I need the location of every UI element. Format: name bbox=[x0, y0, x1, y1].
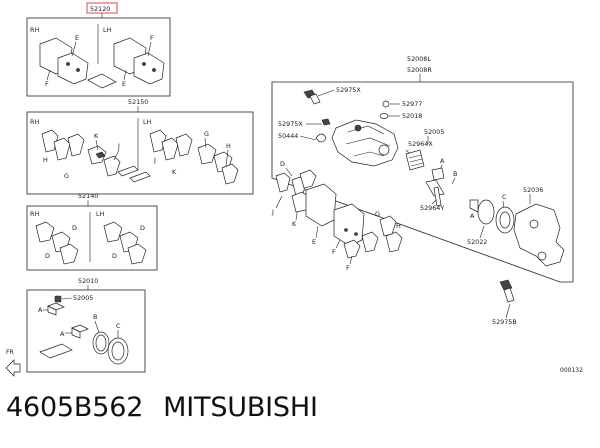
svg-text:H: H bbox=[226, 142, 231, 150]
grease-pack bbox=[39, 343, 73, 359]
svg-text:A: A bbox=[60, 330, 65, 338]
svg-text:F: F bbox=[346, 264, 350, 272]
label-52008L: 52008L bbox=[407, 55, 431, 63]
brand-name: MITSUBISHI bbox=[163, 392, 318, 423]
svg-text:D: D bbox=[140, 224, 145, 232]
svg-text:D: D bbox=[280, 160, 285, 168]
svg-text:J: J bbox=[153, 156, 156, 164]
clip-shim-rh bbox=[117, 165, 139, 177]
label-52008R: 52008R bbox=[407, 66, 432, 74]
svg-text:C: C bbox=[502, 193, 507, 201]
svg-text:E: E bbox=[75, 34, 79, 42]
label-52140: 52140 bbox=[78, 192, 98, 200]
svg-text:LH: LH bbox=[143, 118, 152, 126]
svg-text:A: A bbox=[470, 212, 475, 220]
svg-text:G: G bbox=[375, 210, 380, 218]
svg-text:52022: 52022 bbox=[467, 238, 487, 246]
caliper-assembly: 52008L 52008R 52975X 52977 52018 52975X … bbox=[271, 55, 574, 326]
svg-text:52036: 52036 bbox=[523, 186, 543, 194]
seal-kit-box-52010: 52010 52005 A A B C bbox=[26, 277, 146, 373]
svg-text:50444: 50444 bbox=[278, 132, 298, 140]
svg-text:D: D bbox=[45, 252, 50, 260]
svg-text:RH: RH bbox=[30, 118, 39, 126]
svg-text:K: K bbox=[94, 132, 99, 140]
svg-text:52964X: 52964X bbox=[408, 140, 433, 148]
clip-kit-box-52150: 52150 RH LH H G K J J K G H bbox=[26, 98, 254, 195]
svg-text:C: C bbox=[116, 322, 121, 330]
outer-pad bbox=[333, 203, 365, 247]
svg-text:52975X: 52975X bbox=[278, 120, 303, 128]
part-number: 4605B562 bbox=[6, 392, 144, 423]
svg-text:K: K bbox=[172, 168, 177, 176]
svg-text:B: B bbox=[453, 170, 457, 178]
svg-text:52005: 52005 bbox=[424, 128, 444, 136]
svg-text:F: F bbox=[45, 80, 49, 88]
svg-text:52975X: 52975X bbox=[336, 86, 361, 94]
fr-label: FR bbox=[6, 349, 14, 356]
pad-shim bbox=[87, 73, 117, 89]
piston bbox=[477, 199, 495, 225]
label-52010: 52010 bbox=[78, 277, 98, 285]
label-52120: 52120 bbox=[90, 5, 110, 13]
label-lh-1: LH bbox=[103, 26, 112, 34]
svg-text:E: E bbox=[122, 80, 126, 88]
svg-text:H: H bbox=[43, 156, 48, 164]
part-caption: 4605B562 MITSUBISHI bbox=[6, 392, 318, 423]
svg-text:J: J bbox=[271, 208, 274, 216]
svg-text:B: B bbox=[93, 313, 97, 321]
svg-text:J: J bbox=[117, 142, 120, 150]
svg-text:52977: 52977 bbox=[402, 100, 422, 108]
label-52150: 52150 bbox=[128, 98, 148, 106]
svg-text:F: F bbox=[150, 34, 154, 42]
label-rh-1: RH bbox=[30, 26, 39, 34]
pad-set-box-52120: 52120 RH LH E F F E bbox=[26, 2, 171, 97]
caliper-bracket bbox=[513, 203, 565, 267]
front-direction-indicator: FR bbox=[5, 349, 21, 377]
svg-text:RH: RH bbox=[30, 210, 39, 218]
brake-pad-lh-outer bbox=[133, 52, 165, 85]
svg-text:A: A bbox=[440, 157, 445, 165]
svg-text:G: G bbox=[204, 130, 209, 138]
clip-box-52140: 52140 RH LH D D D D bbox=[26, 192, 158, 271]
svg-text:52975B: 52975B bbox=[492, 318, 517, 326]
svg-text:H: H bbox=[396, 222, 401, 230]
svg-text:D: D bbox=[72, 224, 77, 232]
clip-shim-lh bbox=[129, 171, 151, 183]
svg-text:F: F bbox=[332, 248, 336, 256]
svg-text:D: D bbox=[112, 252, 117, 260]
svg-text:52005: 52005 bbox=[73, 294, 93, 302]
diagram-code: 000132 bbox=[560, 367, 583, 374]
svg-text:LH: LH bbox=[96, 210, 105, 218]
svg-text:E: E bbox=[312, 238, 316, 246]
svg-text:G: G bbox=[64, 172, 69, 180]
svg-text:52964Y: 52964Y bbox=[420, 204, 444, 212]
svg-text:A: A bbox=[38, 306, 43, 314]
brake-pad-rh-outer bbox=[57, 52, 89, 85]
fr-arrow-icon bbox=[5, 359, 21, 377]
svg-text:52018: 52018 bbox=[402, 112, 422, 120]
inner-pad bbox=[305, 183, 337, 227]
svg-text:K: K bbox=[292, 220, 297, 228]
